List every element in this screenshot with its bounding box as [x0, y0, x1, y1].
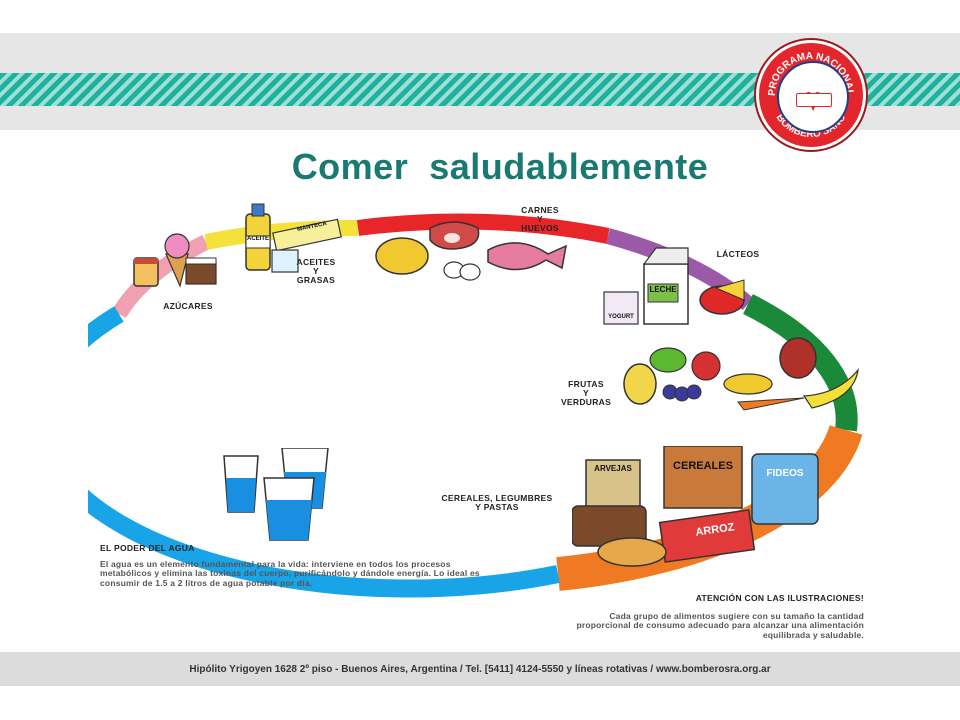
cereal-box-tag: CEREALES	[673, 460, 733, 472]
peas-can-tag: ARVEJAS	[594, 464, 632, 473]
footer-address: Hipólito Yrigoyen 1628 2º piso - Buenos …	[189, 664, 771, 675]
meat-foods-illustration	[375, 221, 567, 281]
fruits-segment	[743, 294, 858, 432]
water-glasses-illustration	[223, 448, 329, 541]
attention-heading: ATENCIÓN CON LAS ILUSTRACIONES!	[695, 593, 864, 603]
label-lacteos: LÁCTEOS	[716, 249, 760, 259]
sugar-foods-illustration	[133, 233, 217, 288]
water-heading: EL PODER DEL AGUA	[100, 543, 195, 553]
water-paragraph: El agua es un elemento fundamental para …	[100, 559, 480, 588]
milk-carton-tag: LECHE	[649, 285, 677, 294]
food-guide-figure: ACEITE MANTECA LECHE YOGURT	[88, 194, 872, 654]
meat-segment	[356, 213, 610, 244]
label-azucares: AZÚCARES	[163, 301, 213, 311]
program-logo: PROGRAMA NACIONAL BOMBERO SANO ♥	[756, 40, 866, 150]
fire-truck-icon	[796, 93, 832, 107]
fruits-vegetables-illustration	[623, 337, 859, 411]
logo-emblem: ♥	[777, 61, 849, 133]
noodles-pack-tag: FIDEOS	[766, 468, 804, 479]
cereals-foods-illustration	[572, 446, 819, 567]
label-cereales: CEREALES, LEGUMBRES Y PASTAS	[441, 493, 553, 512]
label-carnes: CARNES Y HUEVOS	[521, 205, 559, 233]
water-segment	[88, 306, 560, 598]
oil-bottle-tag: ACEITE	[246, 236, 269, 242]
label-frutas: FRUTAS Y VERDURAS	[560, 379, 612, 407]
yogurt-cup-tag: YOGURT	[608, 314, 634, 320]
label-aceites: ACEITES Y GRASAS	[296, 257, 336, 285]
attention-paragraph: Cada grupo de alimentos sugiere con su t…	[576, 611, 864, 640]
oils-foods-illustration	[245, 203, 342, 273]
footer-band	[0, 652, 960, 686]
dairy-foods-illustration	[603, 247, 745, 325]
page-title: Comer saludablemente	[291, 146, 709, 187]
